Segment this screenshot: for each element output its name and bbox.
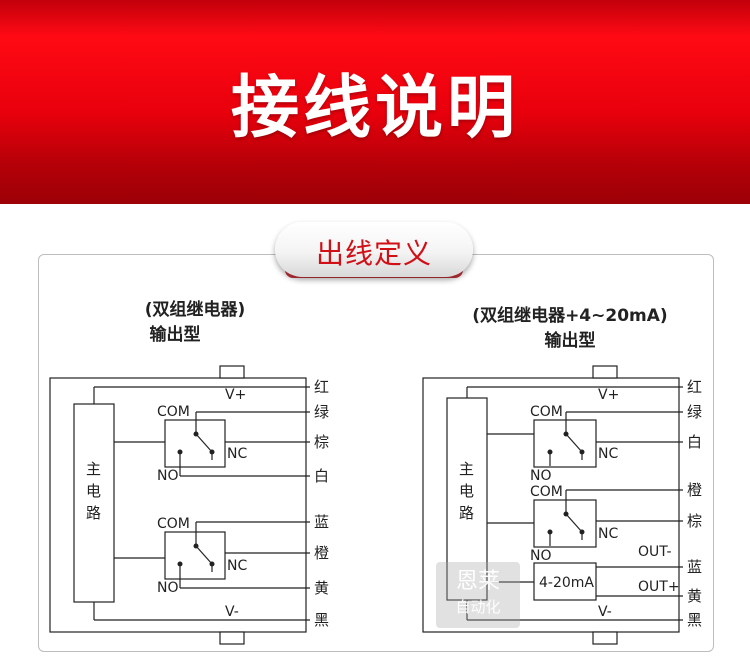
left-main-char3: 路 bbox=[86, 504, 101, 522]
right-wire-label-2: 绿 bbox=[687, 403, 702, 421]
left-wire-label-2: 绿 bbox=[314, 403, 329, 421]
left-main-char2: 电 bbox=[86, 482, 101, 500]
watermark-line2: 自动化 bbox=[455, 598, 501, 616]
page-title: 接线说明 bbox=[230, 69, 519, 148]
watermark-line1: 恩莱 bbox=[455, 569, 500, 594]
left-main-char1: 主 bbox=[86, 460, 101, 478]
right-wire-label-6: 蓝 bbox=[687, 558, 702, 576]
right-main-char3: 路 bbox=[459, 504, 474, 522]
right-wire-label-5: 棕 bbox=[687, 512, 702, 530]
right-vminus-label: V- bbox=[598, 604, 612, 620]
right-vplus-label: V+ bbox=[598, 387, 619, 403]
right-relay1-box bbox=[533, 419, 597, 468]
right-housing bbox=[422, 377, 680, 633]
header-banner bbox=[0, 0, 750, 204]
left-relay2-no: NO bbox=[157, 580, 179, 596]
right-wire-label-7: 黄 bbox=[687, 587, 702, 605]
left-vplus-label: V+ bbox=[225, 387, 246, 403]
left-bottom-terminal bbox=[219, 631, 245, 645]
wiring-panel bbox=[38, 254, 714, 652]
left-relay2-com: COM bbox=[157, 516, 190, 532]
right-bottom-terminal bbox=[592, 631, 618, 645]
right-top-terminal bbox=[592, 365, 618, 379]
right-diagram-title: (双组继电器+4~20mA) 输出型 bbox=[450, 304, 690, 354]
right-current-module-label: 4-20mA bbox=[539, 575, 594, 591]
left-diagram-title: (双组继电器) 输出型 bbox=[110, 298, 280, 348]
section-pill-label: 出线定义 bbox=[315, 237, 432, 270]
left-relay1-nc: NC bbox=[227, 446, 247, 462]
right-relay2-nc: NC bbox=[598, 526, 618, 542]
left-title-line1: (双组继电器) bbox=[144, 300, 246, 320]
left-relay2-nc: NC bbox=[227, 558, 247, 574]
left-vminus-label: V- bbox=[225, 604, 239, 620]
left-relay1-box bbox=[164, 419, 226, 468]
brand-watermark: 恩莱 自动化 bbox=[436, 562, 520, 628]
right-wire-label-3: 白 bbox=[687, 433, 702, 451]
left-wire-label-3: 棕 bbox=[314, 433, 329, 451]
right-relay1-nc: NC bbox=[598, 446, 618, 462]
right-title-line1: (双组继电器+4~20mA) bbox=[472, 306, 668, 326]
left-relay1-com: COM bbox=[157, 404, 190, 420]
right-wire-label-4: 橙 bbox=[687, 481, 702, 499]
left-wire-label-8: 黑 bbox=[314, 611, 329, 629]
left-title-line2: 输出型 bbox=[149, 325, 201, 345]
left-relay1-no: NO bbox=[157, 468, 179, 484]
right-relay2-box bbox=[533, 499, 597, 548]
left-wire-label-6: 橙 bbox=[314, 544, 329, 562]
right-title-line2: 输出型 bbox=[544, 331, 596, 351]
right-main-char2: 电 bbox=[459, 482, 474, 500]
right-out-pos-label: OUT+ bbox=[638, 579, 680, 595]
right-relay1-com: COM bbox=[530, 404, 563, 420]
left-wire-label-7: 黄 bbox=[314, 579, 329, 597]
right-wire-label-8: 黑 bbox=[687, 611, 702, 629]
left-housing bbox=[49, 377, 307, 633]
right-main-char1: 主 bbox=[459, 460, 474, 478]
left-wire-label-1: 红 bbox=[314, 378, 329, 396]
left-wire-label-5: 蓝 bbox=[314, 513, 329, 531]
left-relay2-box bbox=[164, 531, 226, 580]
section-pill bbox=[275, 222, 473, 277]
right-wire-label-1: 红 bbox=[687, 378, 702, 396]
left-top-terminal bbox=[219, 365, 245, 379]
right-relay2-no: NO bbox=[530, 548, 552, 564]
right-out-neg-label: OUT- bbox=[638, 544, 672, 560]
left-wire-label-4: 白 bbox=[314, 467, 329, 485]
right-relay2-com: COM bbox=[530, 484, 563, 500]
right-relay1-no: NO bbox=[530, 468, 552, 484]
